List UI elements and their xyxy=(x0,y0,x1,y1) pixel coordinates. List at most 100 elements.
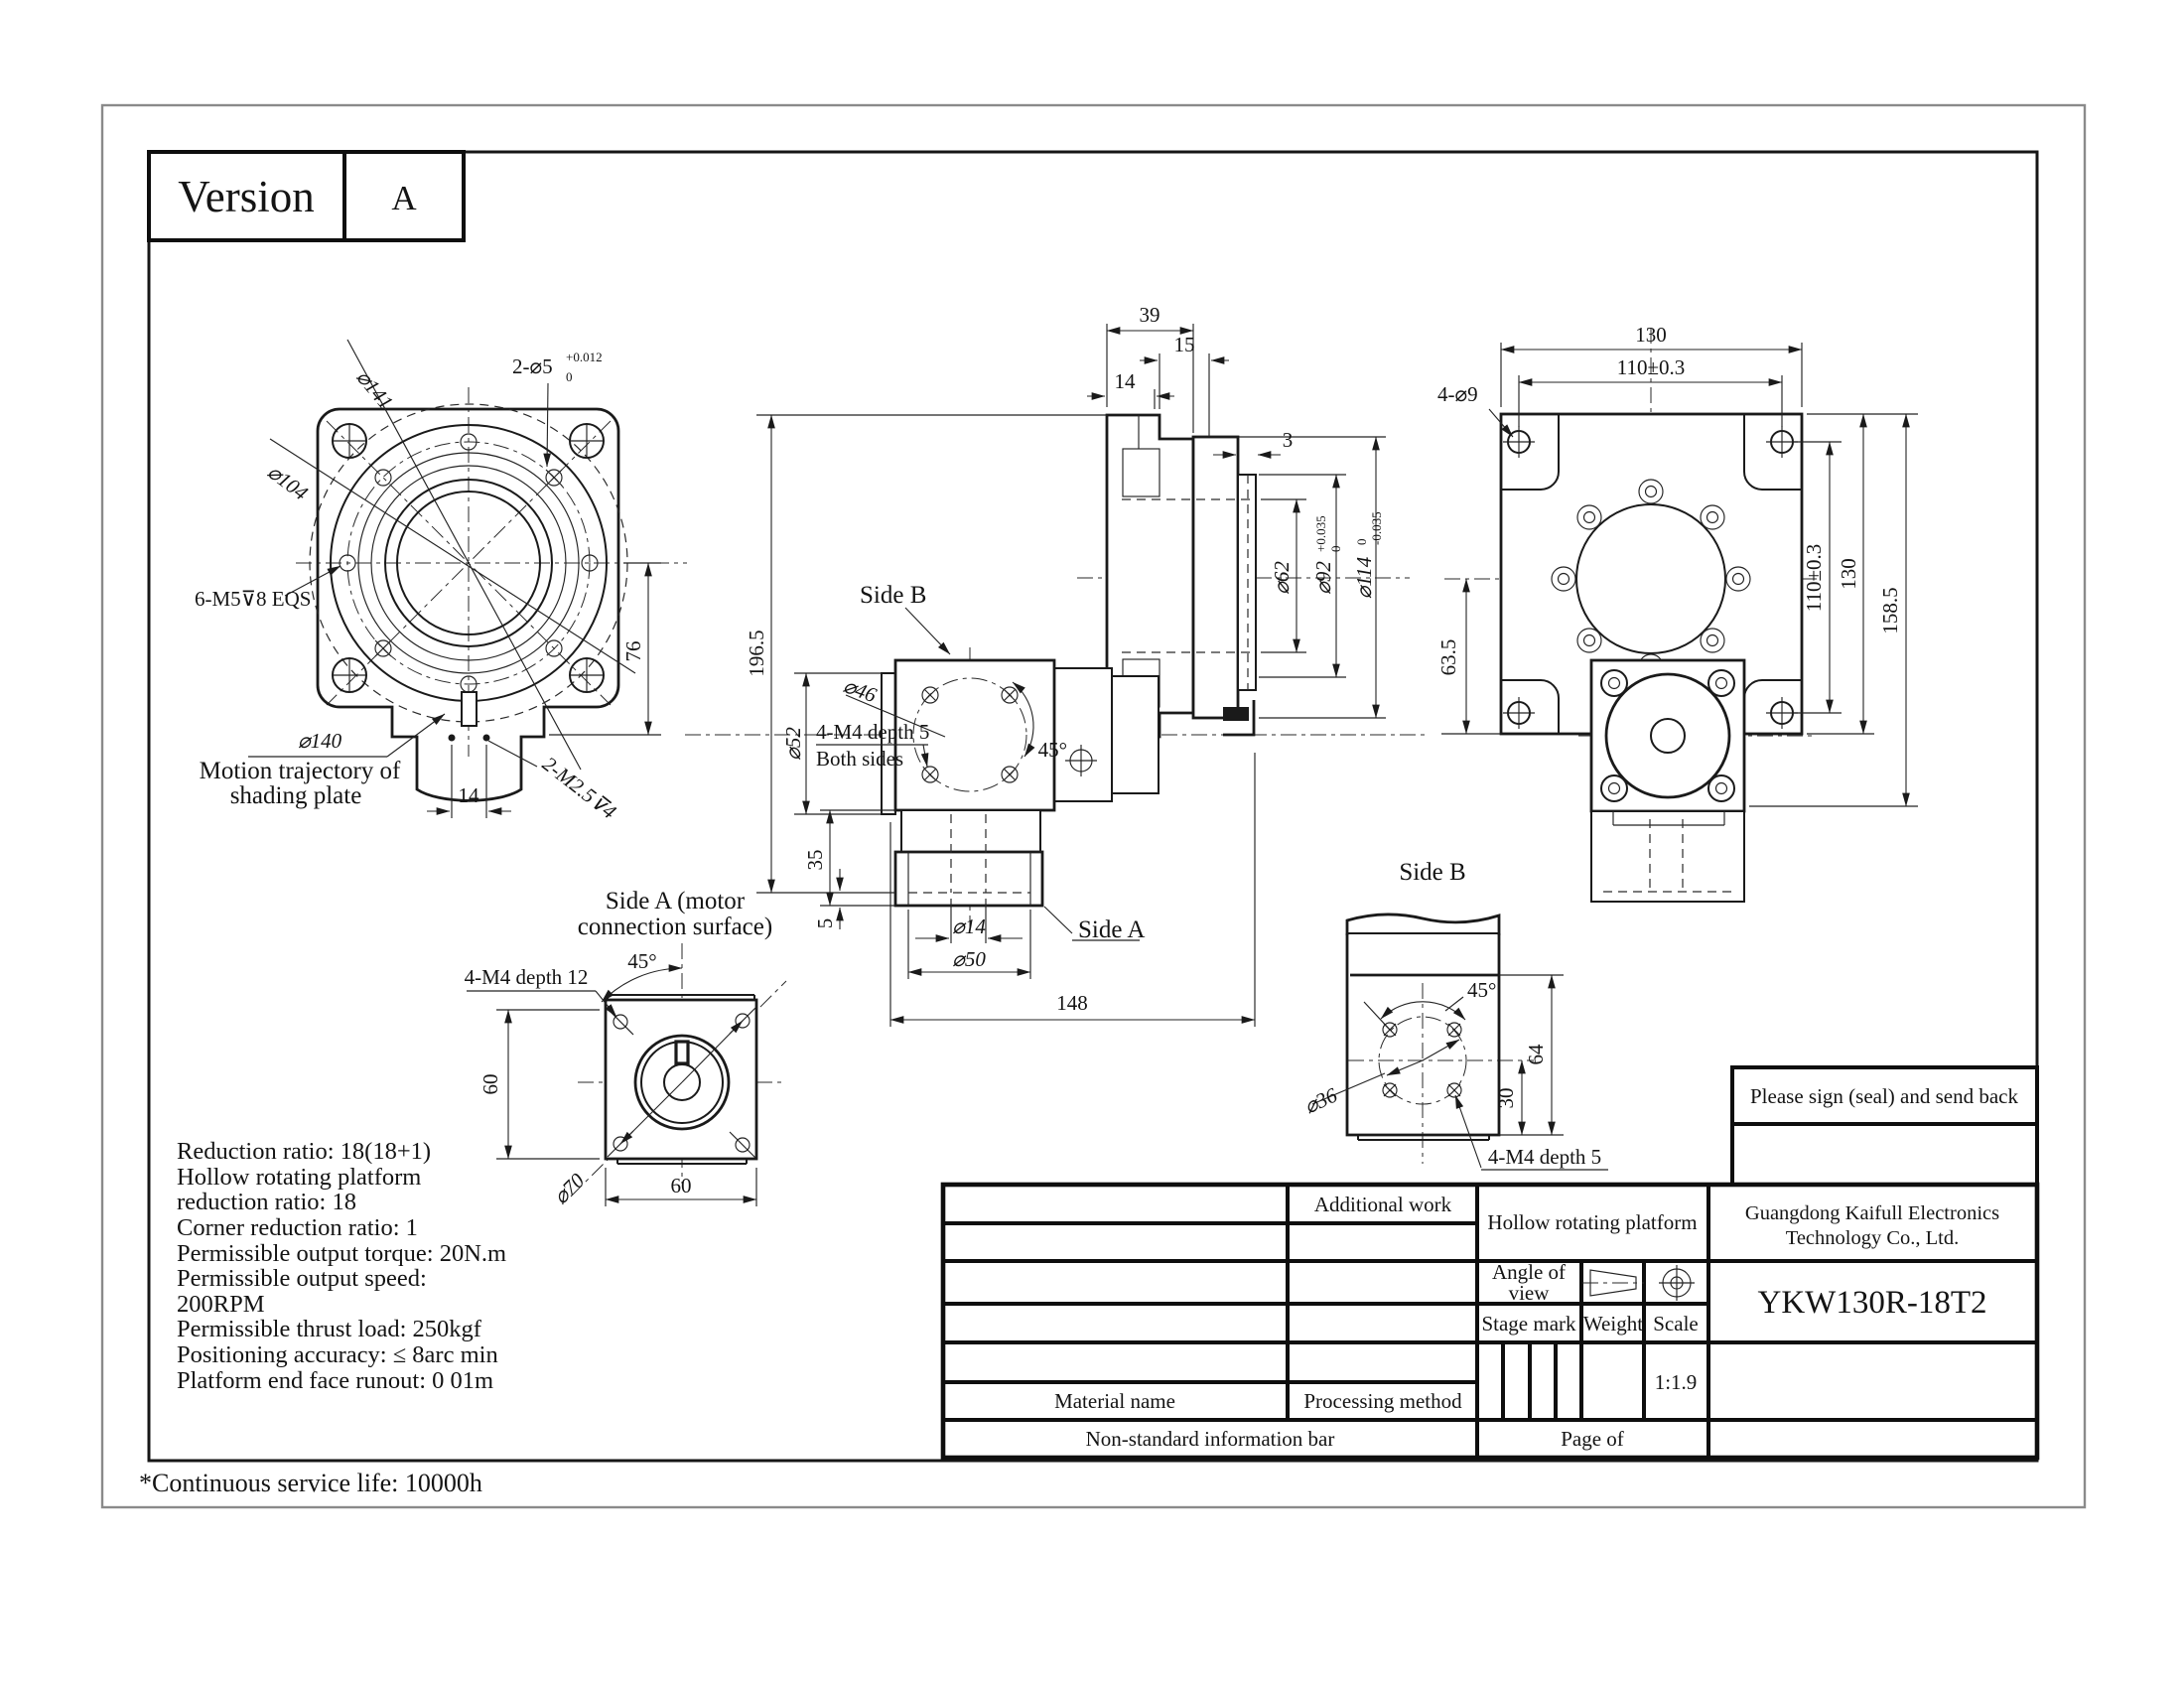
dim-d70: ⌀70 xyxy=(549,1168,590,1208)
dim-d92-group: ⌀92 +0.035 0 xyxy=(1311,515,1343,594)
corner-holes xyxy=(332,423,605,693)
dim-35: 35 xyxy=(803,850,827,871)
shading-plate-slot xyxy=(461,691,478,727)
spec-line: Permissible thrust load: 250kgf xyxy=(177,1316,482,1342)
dim-d50: ⌀50 xyxy=(952,947,986,971)
dim-d92: ⌀92 xyxy=(1311,561,1335,595)
dim-5: 5 xyxy=(813,918,837,929)
spec-line: Permissible output speed: xyxy=(177,1265,427,1292)
dim-4m4-12: 4-M4 depth 12 xyxy=(465,965,589,989)
dim-15: 15 xyxy=(1174,333,1195,356)
side-b-view: Side B 45° ⌀36 30 64 4-M4 depth 5 xyxy=(1300,859,1608,1171)
dim-130-top: 130 xyxy=(1635,323,1667,347)
dim-130-right: 130 xyxy=(1837,558,1860,590)
weight-label: Weight xyxy=(1583,1312,1643,1336)
spec-line: reduction ratio: 18 xyxy=(177,1189,356,1215)
m5-holes xyxy=(339,433,599,693)
dim-2m25: 2-M2.5⊽4 xyxy=(538,752,621,824)
dim-60-bottom: 60 xyxy=(671,1174,692,1197)
non-standard-label: Non-standard information bar xyxy=(1086,1427,1335,1451)
dim-d140: ⌀140 xyxy=(298,729,342,753)
dim-d14: ⌀14 xyxy=(952,914,986,938)
spec-line: 200RPM xyxy=(177,1291,265,1318)
dim-d114-tol-upper: 0 xyxy=(1354,539,1369,546)
back-view: 130 110±0.3 4-⌀9 63.5 110±0.3 130 158.5 xyxy=(1436,323,1918,903)
dim-2xd5: 2-⌀5 xyxy=(512,354,553,378)
sign-note: Please sign (seal) and send back xyxy=(1750,1084,2018,1108)
seal-detail xyxy=(1223,707,1249,721)
dim-d52: ⌀52 xyxy=(781,727,805,761)
company-line-1: Guangdong Kaifull Electronics xyxy=(1745,1202,1999,1224)
note-4m4-2: Both sides xyxy=(816,747,903,771)
first-angle-symbol xyxy=(1582,1269,1644,1297)
version-box: Version A xyxy=(147,150,466,242)
additional-work-label: Additional work xyxy=(1314,1193,1452,1216)
trajectory-note-1: Motion trajectory of xyxy=(200,758,401,784)
trajectory-note-2: shading plate xyxy=(230,782,362,809)
view-target-symbol xyxy=(1659,1265,1695,1301)
processing-method-label: Processing method xyxy=(1303,1389,1462,1413)
dim-d141: ⌀141 xyxy=(351,365,398,414)
motor-flange xyxy=(1589,658,1746,813)
dim-39: 39 xyxy=(1140,303,1160,327)
dim-d46: ⌀46 xyxy=(840,673,880,707)
dim-64: 64 xyxy=(1524,1044,1548,1065)
dim-45-side-a: 45° xyxy=(627,949,656,973)
dim-d114-group: ⌀114 0 -0.035 xyxy=(1352,511,1384,599)
dim-d104: ⌀104 xyxy=(263,460,313,505)
scale-label: Scale xyxy=(1653,1312,1698,1336)
dim-d62: ⌀62 xyxy=(1270,561,1294,595)
title-block: Additional work Material name Processing… xyxy=(940,1065,2040,1461)
dim-14b: 14 xyxy=(1115,369,1137,393)
spec-line: Positioning accuracy: ≤ 8arc min xyxy=(177,1341,498,1368)
dim-4m4-5: 4-M4 depth 5 xyxy=(1488,1145,1601,1169)
material-name-label: Material name xyxy=(1054,1389,1175,1413)
spec-line: Corner reduction ratio: 1 xyxy=(177,1214,418,1241)
spec-block: Reduction ratio: 18(18+1) Hollow rotatin… xyxy=(177,1138,506,1394)
dim-30: 30 xyxy=(1494,1088,1518,1109)
dim-14: 14 xyxy=(459,783,480,807)
keyway xyxy=(674,1040,690,1065)
shading-plate-edge xyxy=(881,672,896,815)
dim-2xd5-tol-upper: +0.012 xyxy=(566,350,603,364)
bolt-circle xyxy=(346,441,591,685)
version-label: Version xyxy=(178,172,314,221)
dim-2xd5-tol-lower: 0 xyxy=(566,369,573,384)
dim-60-left: 60 xyxy=(478,1074,502,1095)
dim-d114: ⌀114 xyxy=(1352,556,1376,599)
dim-3: 3 xyxy=(1283,428,1294,452)
spec-line: Reduction ratio: 18(18+1) xyxy=(177,1138,431,1165)
dim-6m5: 6-M5⊽8 EQS xyxy=(195,587,311,611)
pin-holes xyxy=(374,469,563,657)
spec-line: Hollow rotating platform xyxy=(177,1164,421,1191)
ring-screws xyxy=(1551,479,1751,679)
angle-of-view-2: view xyxy=(1509,1281,1551,1305)
dim-110-top: 110±0.3 xyxy=(1617,355,1686,379)
side-a-label: Side A xyxy=(1078,916,1145,943)
spec-line: Permissible output torque: 20N.m xyxy=(177,1240,506,1267)
dim-45-side-b: 45° xyxy=(1467,978,1496,1002)
dim-110-right: 110±0.3 xyxy=(1802,544,1826,613)
dim-d36: ⌀36 xyxy=(1300,1082,1341,1118)
front-outline xyxy=(316,407,620,802)
dim-76: 76 xyxy=(621,641,645,662)
part-number: YKW130R-18T2 xyxy=(1758,1285,1987,1321)
dim-d92-tol-lower: 0 xyxy=(1328,546,1343,553)
version-value: A xyxy=(391,179,417,217)
dim-158-5: 158.5 xyxy=(1878,587,1902,633)
dim-4d9: 4-⌀9 xyxy=(1437,382,1478,406)
scale-value: 1:1.9 xyxy=(1655,1370,1698,1394)
side-a-title-1: Side A (motor xyxy=(606,888,746,914)
side-a-title-2: connection surface) xyxy=(578,914,772,940)
spec-line: Platform end face runout: 0 01m xyxy=(177,1367,493,1394)
dim-45-section: 45° xyxy=(1038,738,1067,762)
note-4m4-1: 4-M4 depth 5 xyxy=(816,720,929,744)
angle-of-view-1: Angle of xyxy=(1492,1260,1566,1284)
dim-d114-tol-lower: -0.035 xyxy=(1369,511,1384,545)
dim-d92-tol-upper: +0.035 xyxy=(1313,515,1328,552)
inner-frame xyxy=(147,150,2039,1463)
outer-border xyxy=(100,103,2087,1509)
footer-note: *Continuous service life: 10000h xyxy=(139,1469,482,1497)
front-view: 2-⌀5 +0.012 0 ⌀141 ⌀104 6-M5⊽8 EQS ⌀140 … xyxy=(195,339,687,824)
